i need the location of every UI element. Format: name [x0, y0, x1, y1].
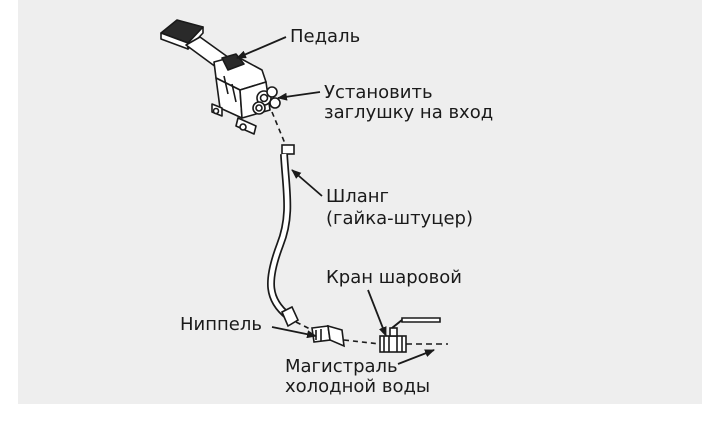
label-main-line2: холодной воды: [285, 376, 431, 397]
hose-leader: [291, 169, 323, 197]
pedal-leader: [236, 36, 287, 59]
diagram-panel: [18, 0, 702, 404]
label-install-plug-line1: Установить: [324, 82, 433, 103]
label-pedal: Педаль: [290, 26, 361, 47]
valve-leader: [367, 289, 387, 337]
hose: [267, 144, 300, 328]
pedal-outlet-ports: [252, 86, 281, 115]
label-hose-line2: (гайка-штуцер): [326, 208, 473, 229]
nipple: [311, 324, 345, 348]
nipple-to-valve-dash: [343, 339, 381, 345]
pedal-to-hose-dash: [271, 111, 287, 147]
main-leader: [397, 349, 435, 365]
label-ball-valve: Кран шаровой: [326, 267, 462, 288]
label-main-line1: Магистраль: [285, 356, 398, 377]
pedal-assembly: [160, 19, 281, 135]
plug-leader: [277, 91, 321, 101]
pedal-footpad: [160, 19, 204, 50]
pedal-body: [211, 53, 271, 135]
label-nipple: Ниппель: [180, 314, 262, 335]
leader-arrows: [236, 36, 435, 365]
label-hose-line1: Шланг: [326, 186, 390, 207]
ball-valve: [379, 317, 441, 353]
hose-to-nipple-dash: [295, 321, 313, 331]
label-install-plug-line2: заглушку на вход: [324, 102, 494, 123]
nipple-leader: [271, 326, 317, 339]
